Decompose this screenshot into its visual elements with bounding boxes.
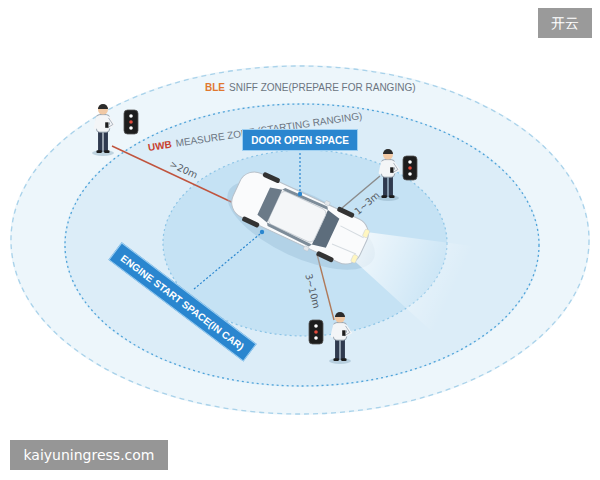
range-line (112, 146, 240, 206)
key-fob (124, 110, 138, 134)
car (340, 226, 364, 238)
distance-label-text: 3~10m (303, 273, 323, 310)
key-fob (403, 156, 417, 180)
distance-label-text: 1~3m (353, 190, 383, 218)
car (215, 162, 387, 288)
zone-fill (64, 103, 540, 387)
car (256, 185, 282, 223)
zone-title: SNIFF ZONE(PREPARE FOR RANGING) (229, 82, 416, 94)
engine-start-label: ENGINE START SPACE(IN CAR) (109, 242, 257, 361)
person-figure (92, 104, 399, 364)
person-figure (377, 149, 399, 201)
leader-line (194, 153, 302, 289)
zone-fill (10, 65, 590, 415)
leader-line (298, 192, 302, 196)
space-label-text: ENGINE START SPACE(IN CAR) (118, 252, 246, 353)
car (336, 206, 354, 218)
door-open-label: DOOR OPEN SPACE (242, 129, 358, 151)
car (262, 172, 280, 184)
person-figure (329, 312, 351, 364)
car (332, 243, 356, 255)
watermark-text: kaiyuningress.com (23, 447, 154, 464)
leader-line (194, 234, 260, 289)
leader-line (299, 153, 300, 192)
zone-outline (11, 66, 589, 414)
distance-label: 1~3m (349, 185, 384, 219)
car (324, 200, 330, 206)
key-fob (309, 320, 323, 344)
zone-outline (65, 104, 539, 386)
person-figure (92, 104, 114, 156)
range-line (112, 146, 380, 320)
distance-label: 3~10m (301, 272, 328, 311)
car (282, 186, 329, 211)
zone-title-row: BLE SNIFF ZONE(PREPARE FOR RANGING) (205, 80, 420, 94)
car (350, 254, 358, 263)
watermark: 开云 (538, 8, 592, 38)
zone-tag: UWB (147, 139, 172, 154)
watermark: kaiyuningress.com (10, 440, 168, 470)
leader-line (260, 230, 264, 234)
car (211, 142, 475, 333)
distance-label-text: >20m (168, 159, 199, 182)
key-fob (124, 110, 417, 344)
zone-tag: BLE (205, 82, 225, 94)
watermark-text: 开云 (551, 15, 579, 32)
car (303, 246, 309, 252)
car (316, 251, 334, 263)
distance-label: >20m (168, 153, 203, 183)
car (362, 229, 370, 238)
zone-fill (10, 65, 590, 415)
car (241, 216, 259, 228)
space-label-text: DOOR OPEN SPACE (251, 135, 349, 147)
car (265, 222, 312, 247)
